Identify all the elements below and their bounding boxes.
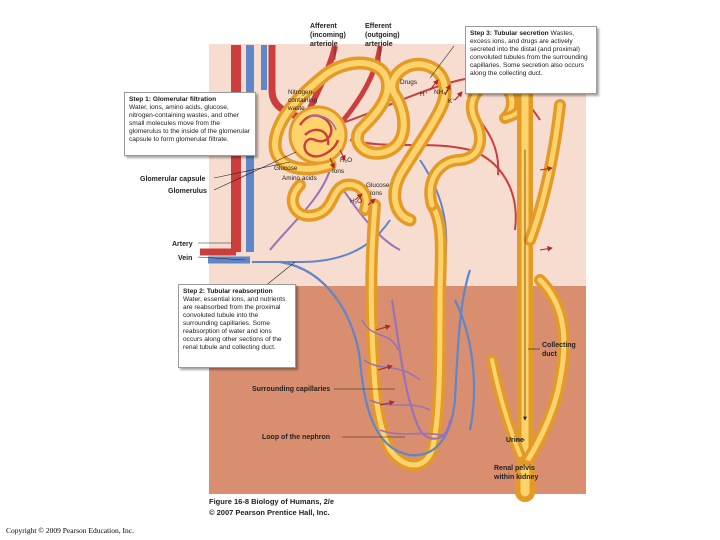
leader-lines (197, 45, 540, 441)
label-collecting-duct-2: duct (542, 351, 557, 358)
label-loop: Loop of the nephron (262, 434, 330, 441)
label-vein: Vein (178, 255, 192, 262)
label-nitrogen-1: Nitrogen- (288, 89, 314, 96)
copyright-notice: Copyright © 2009 Pearson Education, Inc. (6, 526, 134, 535)
figure-caption: Figure 16-8 Biology of Humans, 2/e © 200… (209, 497, 334, 517)
label-h2o-1: H₂O (340, 157, 352, 164)
efferent-arteriole (340, 45, 383, 124)
label-amino-acids: Amino acids (282, 175, 317, 182)
label-efferent-2: (outgoing) (365, 32, 400, 39)
label-collecting-duct-1: Collecting (542, 342, 576, 349)
label-efferent-3: arteriole (365, 41, 393, 48)
label-urine: Urine (506, 437, 524, 444)
label-glomerular-capsule: Glomerular capsule (140, 176, 205, 183)
label-afferent-1: Afferent (310, 23, 338, 30)
step1-box: Step 1: Glomerular filtration Water, ion… (124, 92, 256, 156)
label-k-plus: K⁺ (448, 98, 456, 105)
caption-line-2: © 2007 Pearson Prentice Hall, Inc. (209, 508, 330, 517)
step2-title: Step 2: Tubular reabsorption (183, 288, 273, 295)
label-renal-pelvis-2: within kidney (493, 474, 538, 481)
label-surrounding-capillaries: Surrounding capillaries (252, 386, 330, 393)
label-h2o-2: H₂O (350, 198, 362, 205)
step3-text: Wastes, excess ions, and drugs are activ… (470, 30, 588, 78)
collecting-duct-tube (486, 87, 570, 502)
step1-title: Step 1: Glomerular filtration (129, 96, 217, 103)
label-glucose-2: Glucose (366, 182, 390, 189)
label-ions-1: Ions (332, 168, 344, 175)
label-glomerulus: Glomerulus (168, 188, 207, 195)
label-renal-pelvis-1: Renal pelvis (494, 465, 535, 472)
step2-box: Step 2: Tubular reabsorption Water, esse… (178, 284, 296, 368)
step1-text: Water, ions, amino acids, glucose, nitro… (129, 104, 250, 144)
label-efferent-1: Efferent (365, 23, 392, 30)
label-artery: Artery (172, 241, 193, 248)
step3-box: Step 3: Tubular secretion Wastes, excess… (465, 26, 597, 94)
label-afferent-2: (incoming) (310, 32, 346, 39)
label-nitrogen-3: waste (287, 105, 305, 112)
glomerulus-knot (288, 105, 348, 165)
label-nh4: NH₄⁺ (434, 89, 449, 96)
step3-title: Step 3: Tubular secretion (470, 30, 549, 37)
label-drugs: Drugs (400, 79, 417, 86)
label-nitrogen-2: containing (288, 97, 318, 104)
transport-arrows (329, 79, 553, 406)
label-afferent-3: arteriole (310, 41, 338, 48)
label-ions-2: Ions (370, 190, 382, 197)
label-h-plus: H⁺ (420, 91, 428, 98)
label-glucose-1: Glucose (274, 165, 298, 172)
step2-text: Water, essential ions, and nutrients are… (183, 296, 286, 352)
caption-line-1: Figure 16-8 Biology of Humans, 2/e (209, 497, 335, 506)
